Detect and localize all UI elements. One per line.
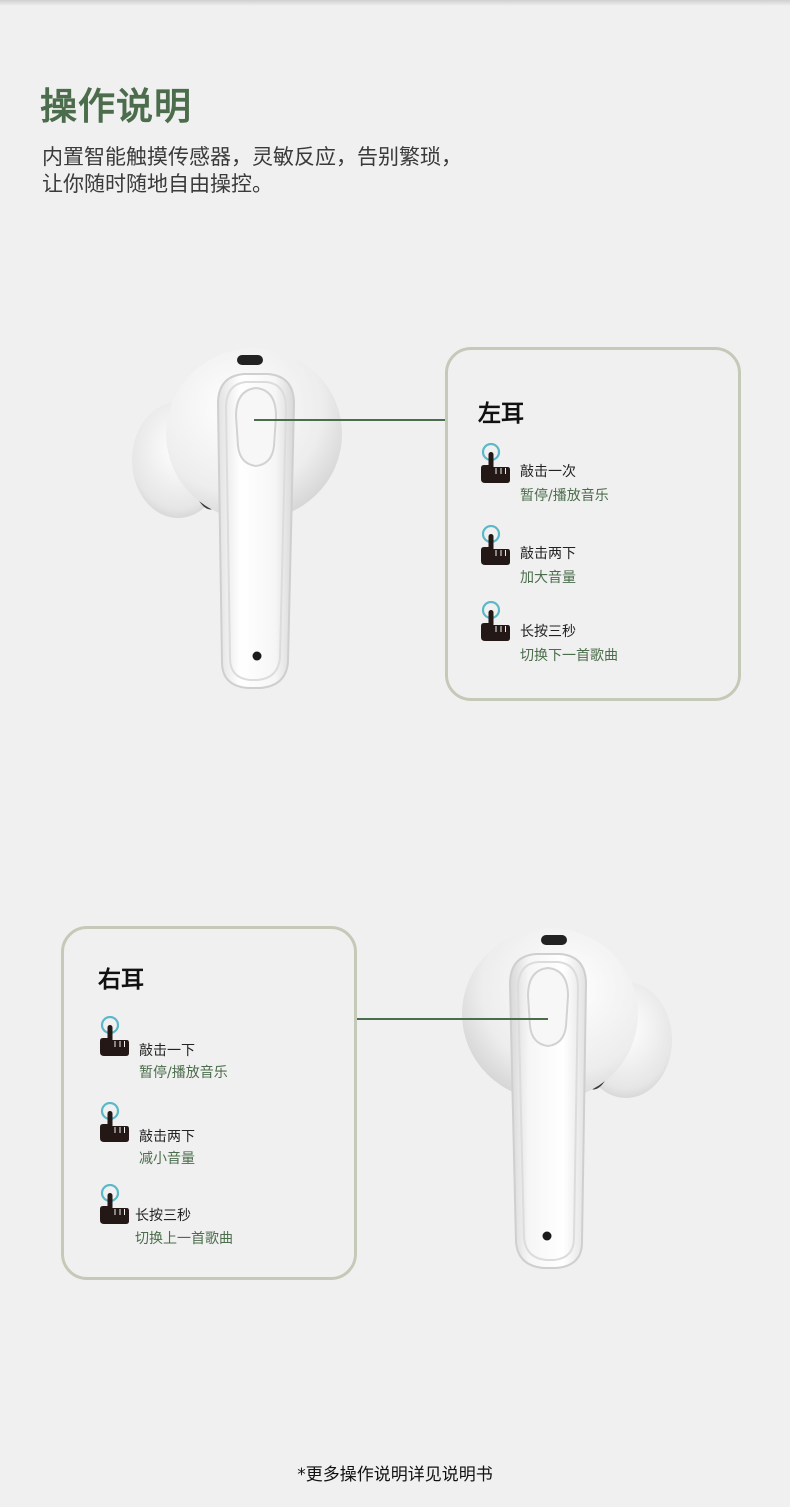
left-connector-line [254, 419, 447, 421]
footnote: *更多操作说明详见说明书 [297, 1465, 493, 1485]
left-gesture-1-action: 敲击一次 [520, 464, 576, 480]
tap-hand-icon [97, 1184, 131, 1226]
page-title: 操作说明 [40, 85, 192, 128]
left-gesture-1-result: 暂停/播放音乐 [520, 488, 609, 504]
left-ear-title: 左耳 [478, 401, 524, 427]
right-gesture-3-result: 切换上一首歌曲 [135, 1231, 233, 1247]
left-gesture-3-result: 切换下一首歌曲 [520, 648, 618, 664]
subtitle-line-2: 让你随时随地自由操控。 [42, 172, 273, 196]
subtitle-line-1: 内置智能触摸传感器，灵敏反应，告别繁琐， [42, 145, 462, 169]
right-ear-title: 右耳 [98, 967, 144, 993]
tap-hand-icon [97, 1016, 131, 1058]
right-gesture-1-result: 暂停/播放音乐 [139, 1065, 228, 1081]
left-ear-panel: 左耳 敲击一次 暂停/播放音乐 敲击两下 加大音量 长按三秒 切换下一首歌曲 [445, 347, 741, 701]
right-gesture-2-result: 减小音量 [139, 1151, 195, 1167]
left-gesture-3-action: 长按三秒 [520, 624, 576, 640]
right-earbud-image [448, 922, 678, 1282]
right-gesture-1-action: 敲击一下 [139, 1043, 195, 1059]
page-subtitle: 内置智能触摸传感器，灵敏反应，告别繁琐， 让你随时随地自由操控。 [42, 144, 462, 198]
left-gesture-2-action: 敲击两下 [520, 546, 576, 562]
right-connector-line [356, 1018, 548, 1020]
right-gesture-2-action: 敲击两下 [139, 1129, 195, 1145]
tap-hand-icon [478, 443, 512, 485]
left-earbud-image [126, 342, 356, 702]
tap-hand-icon [478, 525, 512, 567]
left-gesture-2-result: 加大音量 [520, 570, 576, 586]
right-ear-panel: 右耳 敲击一下 暂停/播放音乐 敲击两下 减小音量 长按三秒 切换上一首歌曲 [61, 926, 357, 1280]
tap-hand-icon [97, 1102, 131, 1144]
right-gesture-3-action: 长按三秒 [135, 1208, 191, 1224]
tap-hand-icon [478, 601, 512, 643]
top-edge-shadow [0, 0, 790, 6]
